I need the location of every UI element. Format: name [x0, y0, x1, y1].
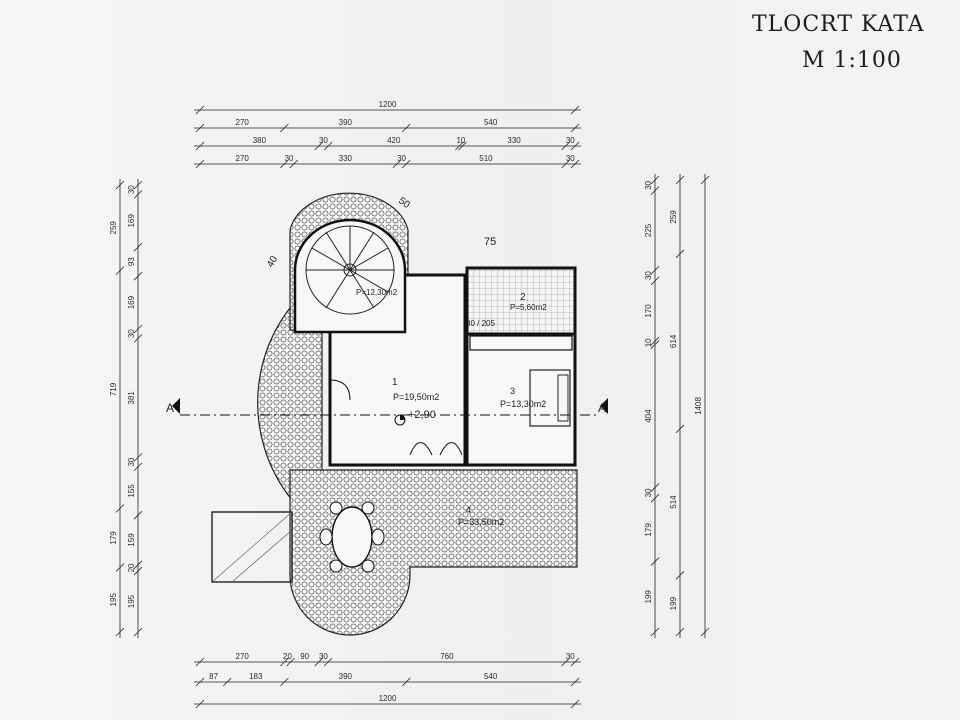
- dim-top-1-label: 1200: [379, 100, 397, 109]
- dim-top-4-label: 510: [479, 154, 493, 163]
- dim-top-3-label: 420: [387, 136, 401, 145]
- spiral-staircase: [293, 218, 407, 334]
- dim-bottom-1-label: 760: [440, 652, 454, 661]
- dining-table: [331, 506, 373, 568]
- dim-left-inner-label: 195: [127, 594, 136, 608]
- dim-left-inner-label: 30: [127, 185, 136, 194]
- door-dims: 80 / 205: [466, 319, 495, 328]
- room-1-area: P=19,50m2: [393, 392, 439, 402]
- dim-right-1-label: 225: [644, 223, 653, 237]
- room-4-number: 4: [466, 505, 471, 515]
- dim-right-1-label: 404: [644, 409, 653, 423]
- dim-top-2-label: 270: [236, 118, 250, 127]
- dim-left-inner-label: 155: [127, 484, 136, 498]
- dim-bottom-1-label: 90: [300, 652, 309, 661]
- dim-right-1-label: 179: [644, 523, 653, 537]
- dim-right-1-label: 30: [644, 180, 653, 189]
- bed-furniture: [529, 369, 571, 427]
- dim-top-3-label: 380: [253, 136, 267, 145]
- plan-scale: M 1:100: [802, 48, 902, 73]
- dim-bottom-3-label: 1200: [379, 694, 397, 703]
- dim-bottom-2-label: 87: [209, 672, 218, 681]
- door-mark: 75: [484, 236, 496, 248]
- level-mark: +2,90: [408, 409, 436, 421]
- dim-bottom-1-label: 30: [319, 652, 328, 661]
- dim-bottom-2-label: 183: [249, 672, 263, 681]
- stair-tag-b: 40: [265, 254, 280, 270]
- dim-left-inner-label: 381: [127, 391, 136, 405]
- dim-left-inner-label: 30: [127, 457, 136, 466]
- dim-left-outer-label: 195: [109, 593, 118, 607]
- dim-top-3-label: 330: [507, 136, 521, 145]
- section-mark-left: A: [166, 401, 174, 415]
- dim-top-4-label: 270: [236, 154, 250, 163]
- dim-left-inner-label: 159: [127, 533, 136, 547]
- dim-top-4-label: 30: [566, 154, 575, 163]
- room-2-floor: [465, 266, 577, 336]
- dim-top-3-label: 30: [319, 136, 328, 145]
- dim-right-1-label: 30: [644, 488, 653, 497]
- dim-top-3-label: 30: [566, 136, 575, 145]
- room-2-area: P=5,60m2: [510, 303, 547, 312]
- dim-right-2-label: 199: [669, 596, 678, 610]
- dim-right-1-label: 199: [644, 590, 653, 604]
- section-mark-right: A: [598, 401, 606, 415]
- dim-left-inner-label: 20: [127, 563, 136, 572]
- dim-top-3-label: 10: [456, 136, 465, 145]
- room-3-floor: [465, 332, 577, 467]
- dim-left-outer-label: 179: [109, 531, 118, 545]
- dim-right-2-label: 614: [669, 334, 678, 348]
- dim-bottom-1-label: 270: [236, 652, 250, 661]
- south-terrace-paving: [289, 469, 578, 636]
- dim-top-4-label: 30: [397, 154, 406, 163]
- dim-bottom-2-label: 390: [339, 672, 353, 681]
- dim-left-inner-label: 93: [127, 257, 136, 266]
- lower-roof-outline: [211, 511, 293, 583]
- stair-tag-a: 50: [396, 195, 412, 211]
- dim-left-inner-label: 169: [127, 295, 136, 309]
- dim-top-4-label: 330: [339, 154, 353, 163]
- plan-title: TLOCRT KATA: [752, 12, 925, 37]
- dim-left-inner-label: 169: [127, 214, 136, 228]
- dim-right-1-label: 30: [644, 271, 653, 280]
- dim-bottom-2-label: 540: [484, 672, 498, 681]
- dim-bottom-1-label: 30: [566, 652, 575, 661]
- room-2-number: 2: [520, 292, 526, 303]
- dim-right-3-label: 1408: [694, 397, 703, 415]
- stair-area: P=12,30m2: [356, 288, 398, 297]
- dim-right-1-label: 10: [644, 338, 653, 347]
- dim-left-inner-label: 30: [127, 329, 136, 338]
- dim-left-outer-label: 719: [109, 382, 118, 396]
- dim-top-2-label: 540: [484, 118, 498, 127]
- dim-top-2-label: 390: [339, 118, 353, 127]
- dim-top-4-label: 30: [285, 154, 294, 163]
- room-3-area: P=13,30m2: [500, 399, 546, 409]
- dim-right-2-label: 259: [669, 210, 678, 224]
- dim-right-2-label: 514: [669, 495, 678, 509]
- room-3-number: 3: [510, 386, 515, 396]
- dim-right-1-label: 170: [644, 304, 653, 318]
- dim-bottom-1-label: 20: [283, 652, 292, 661]
- dim-left-outer-label: 259: [109, 221, 118, 235]
- room-1-number: 1: [392, 377, 398, 388]
- room-4-area: P=33,50m2: [458, 517, 504, 527]
